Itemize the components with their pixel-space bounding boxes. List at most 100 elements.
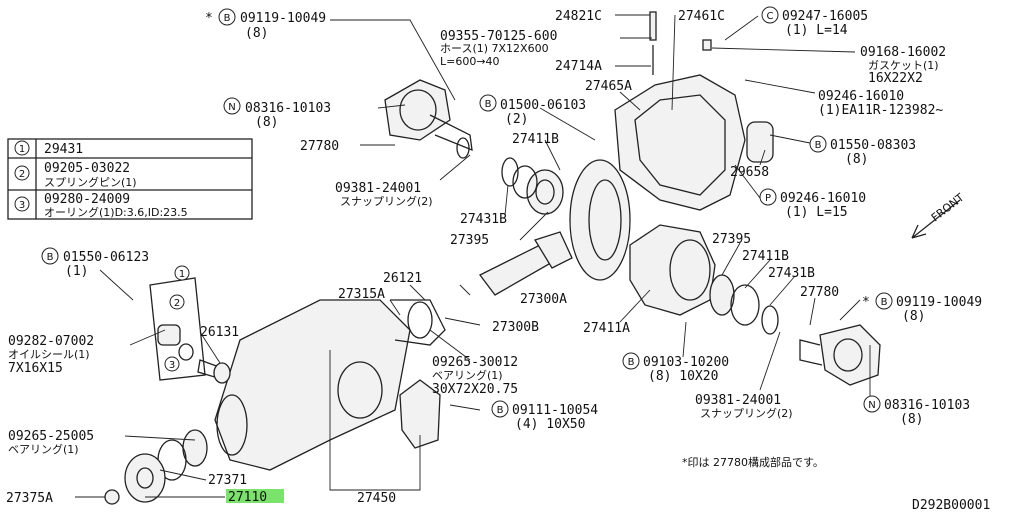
label-24821c[interactable]: 24821C — [555, 9, 602, 24]
label-27461c[interactable]: 27461C — [678, 9, 725, 24]
legend-note-2: スプリングピン(1) — [44, 175, 137, 189]
asterisk-mark-right: * — [862, 295, 870, 310]
label-09265-30012-note-2: 30X72X20.75 — [432, 382, 518, 397]
label-09355-70125-600[interactable]: 09355-70125-600 — [440, 29, 557, 44]
label-09282-note-1: オイルシール(1) — [8, 348, 90, 361]
callout-1-icon — [174, 265, 190, 281]
label-27110-highlighted[interactable]: 27110 — [228, 490, 267, 505]
diagram-id: D292B00001 — [912, 498, 990, 512]
label-09381-24001-right[interactable]: 09381-24001 — [695, 393, 781, 408]
label-09381-24001-top[interactable]: 09381-24001 — [335, 181, 421, 196]
label-27411b-right[interactable]: 27411B — [742, 249, 789, 264]
label-27411b-top[interactable]: 27411B — [512, 132, 559, 147]
footnote-note: *印は 27780構成部品です。 — [682, 455, 824, 469]
c-mark: C — [767, 11, 774, 22]
b-mark: B — [47, 252, 54, 263]
label-09246-qty-b: (1) L=15 — [785, 205, 848, 220]
legend-code-3[interactable]: 09280-24009 — [44, 192, 130, 207]
legend-code-2[interactable]: 09205-03022 — [44, 161, 130, 176]
label-09119-10049-right[interactable]: 09119-10049 — [896, 295, 982, 310]
label-27300b[interactable]: 27300B — [492, 320, 539, 335]
bolt-b-icon — [218, 8, 236, 26]
label-24714a[interactable]: 24714A — [555, 59, 602, 74]
bolt-b-icon — [479, 94, 497, 112]
flange-shaft-right-drawing — [799, 324, 881, 386]
legend-number-3 — [14, 196, 30, 212]
label-01500-06103[interactable]: 01500-06103 — [500, 98, 586, 113]
legend-number-1 — [14, 140, 30, 156]
bolt-c-icon — [761, 6, 779, 24]
label-01500-qty: (2) — [505, 112, 528, 127]
label-27371[interactable]: 27371 — [208, 473, 247, 488]
label-27395-top[interactable]: 27395 — [450, 233, 489, 248]
label-09103-qty: (8) 10X20 — [648, 369, 718, 384]
label-08316-qty-right: (8) — [900, 412, 923, 427]
differential-case-drawing — [629, 224, 779, 335]
label-27465a[interactable]: 27465A — [585, 79, 632, 94]
b-mark: B — [497, 405, 504, 416]
label-27431b-top[interactable]: 27431B — [460, 212, 507, 227]
bolt-b-icon — [875, 292, 893, 310]
part-labels: * B 09119-10049 (8) N 08316-10103 (8) 27… — [6, 6, 990, 512]
label-09265-25005[interactable]: 09265-25005 — [8, 429, 94, 444]
label-09168-16002[interactable]: 09168-16002 — [860, 45, 946, 60]
n-mark: N — [228, 102, 235, 113]
label-08316-10103-right[interactable]: 08316-10103 — [884, 398, 970, 413]
label-09119-10049-top[interactable]: 09119-10049 — [240, 11, 326, 26]
bolt-b-icon — [809, 135, 827, 153]
callout-3: 3 — [169, 360, 175, 371]
label-27780-top[interactable]: 27780 — [300, 139, 339, 154]
label-09111-10054[interactable]: 09111-10054 — [512, 403, 598, 418]
label-09246-16010-b[interactable]: 09246-16010 — [780, 191, 866, 206]
label-01550-08303[interactable]: 01550-08303 — [830, 138, 916, 153]
label-09246-16010-a[interactable]: 09246-16010 — [818, 89, 904, 104]
label-09168-note-1: ガスケット(1) — [868, 59, 939, 72]
mounting-bracket-drawing — [399, 379, 441, 449]
label-09355-note-2: L=600→40 — [440, 55, 500, 68]
legend-note-3: オーリング(1)D:3.6,ID:23.5 — [44, 205, 188, 219]
label-09355-note-1: ホース(1) 7X12X600 — [440, 42, 549, 55]
label-26131[interactable]: 26131 — [200, 325, 239, 340]
label-27375a[interactable]: 27375A — [6, 491, 53, 506]
label-29658[interactable]: 29658 — [730, 165, 769, 180]
label-08316-10103-top[interactable]: 08316-10103 — [245, 101, 331, 116]
bolt-p-icon — [759, 188, 777, 206]
label-09381-note-right: スナップリング(2) — [700, 406, 793, 420]
legend-num-1: 1 — [19, 144, 25, 155]
label-09265-25005-note: ベアリング(1) — [8, 442, 79, 456]
label-27780-right[interactable]: 27780 — [800, 285, 839, 300]
bolt-b-icon — [622, 352, 640, 370]
p-mark: P — [765, 193, 771, 204]
leader-lines — [75, 14, 871, 498]
label-26121[interactable]: 26121 — [383, 271, 422, 286]
label-27315a[interactable]: 27315A — [338, 287, 385, 302]
part-drawings — [104, 11, 881, 505]
label-09247-16005[interactable]: 09247-16005 — [782, 9, 868, 24]
bolt-b-icon — [41, 247, 59, 265]
label-09111-qty: (4) 10X50 — [515, 417, 585, 432]
callout-1: 1 — [179, 269, 185, 280]
label-27450[interactable]: 27450 — [357, 491, 396, 506]
breather-hose-drawing — [649, 11, 712, 75]
label-09119-qty-top: (8) — [245, 26, 268, 41]
flange-shaft-top-drawing — [384, 79, 473, 159]
label-27411a[interactable]: 27411A — [583, 321, 630, 336]
callout-2: 2 — [174, 298, 180, 309]
b-mark: B — [815, 140, 822, 151]
label-09103-10200[interactable]: 09103-10200 — [643, 355, 729, 370]
label-27300a[interactable]: 27300A — [520, 292, 567, 307]
label-01550-06123[interactable]: 01550-06123 — [63, 250, 149, 265]
label-09282-07002[interactable]: 09282-07002 — [8, 334, 94, 349]
front-label: FRONT — [929, 191, 967, 225]
legend-code-1[interactable]: 29431 — [44, 142, 83, 157]
label-09265-30012[interactable]: 09265-30012 — [432, 355, 518, 370]
label-27431b-right[interactable]: 27431B — [768, 266, 815, 281]
label-27395-right[interactable]: 27395 — [712, 232, 751, 247]
label-08316-qty-top: (8) — [255, 115, 278, 130]
oil-seal-assembly-drawing — [149, 277, 231, 384]
differential-carrier-drawing — [214, 299, 446, 471]
label-09265-30012-note-1: ベアリング(1) — [432, 368, 503, 382]
legend-num-3: 3 — [19, 200, 25, 211]
legend-number-2 — [14, 165, 30, 181]
